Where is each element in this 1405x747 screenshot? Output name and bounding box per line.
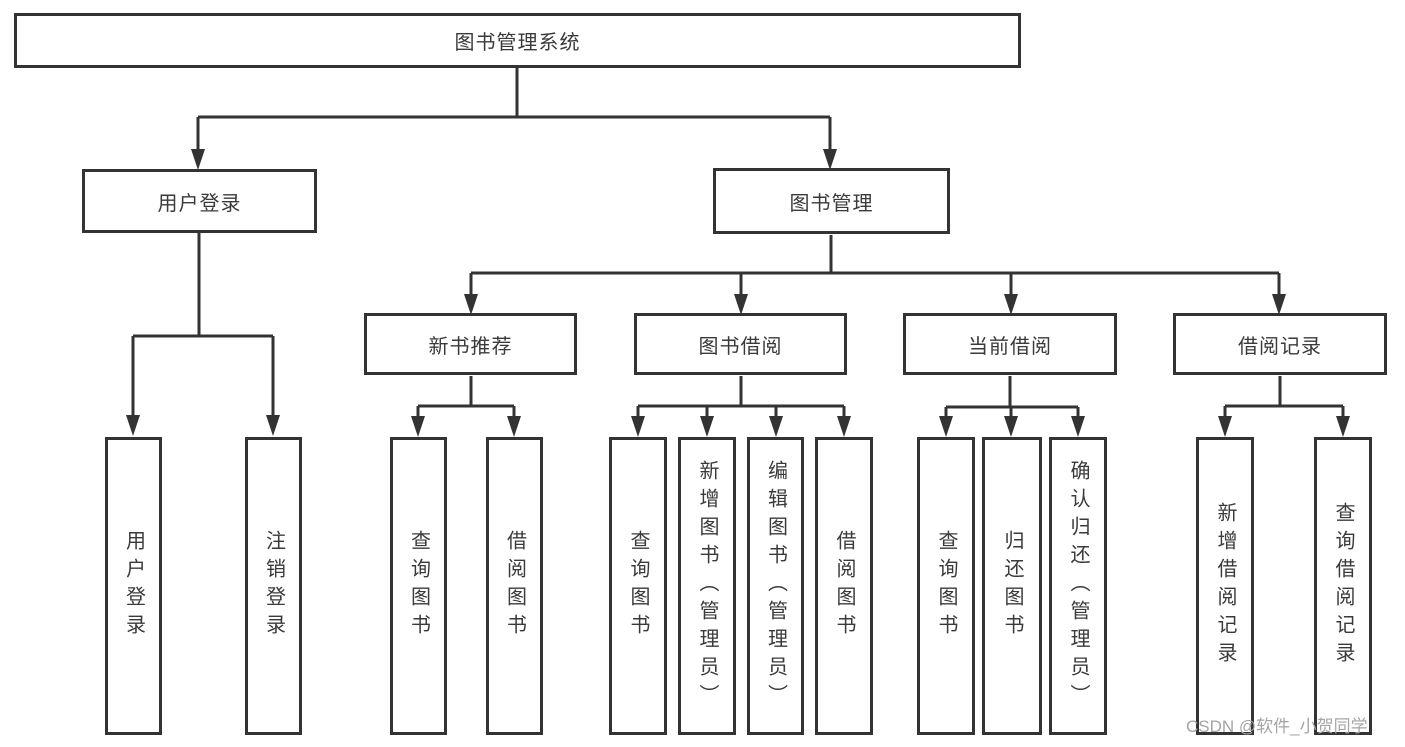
leaf-logout-label: 注销登录 — [262, 530, 285, 642]
node-user-login-label: 用户登录 — [157, 192, 242, 215]
leaf-borrow-books-recommend: 借阅图书 — [486, 437, 543, 735]
leaf-query-borrow-record: 查询借阅记录 — [1314, 437, 1372, 735]
leaf-query-books-current-label: 查询图书 — [935, 530, 957, 642]
leaf-borrow-books: 借阅图书 — [815, 437, 873, 735]
leaf-user-login: 用户登录 — [105, 437, 162, 735]
leaf-add-book-admin-label: 新增图书（管理员） — [696, 460, 718, 712]
connector-root-to-level2 — [191, 68, 837, 170]
node-book-management-label: 图书管理 — [789, 192, 874, 215]
leaf-add-borrow-record-label: 新增借阅记录 — [1214, 502, 1236, 670]
node-book-management: 图书管理 — [713, 168, 950, 234]
connector-book-management-children — [464, 235, 1286, 315]
connector-current-borrow-children — [939, 376, 1085, 437]
leaf-add-borrow-record: 新增借阅记录 — [1196, 437, 1254, 735]
node-library-system-label: 图书管理系统 — [454, 32, 581, 54]
node-user-login: 用户登录 — [82, 169, 317, 233]
leaf-add-book-admin: 新增图书（管理员） — [678, 437, 736, 735]
node-new-book-recommend: 新书推荐 — [364, 313, 577, 375]
connector-book-borrow-children — [631, 376, 851, 437]
node-library-system: 图书管理系统 — [14, 13, 1021, 68]
leaf-query-books-recommend: 查询图书 — [390, 437, 447, 735]
leaf-query-books-current: 查询图书 — [917, 437, 975, 735]
node-book-borrow-label: 图书借阅 — [698, 335, 783, 358]
leaf-logout: 注销登录 — [245, 437, 302, 735]
node-borrow-records: 借阅记录 — [1173, 313, 1387, 375]
leaf-user-login-label: 用户登录 — [122, 530, 145, 642]
leaf-confirm-return-admin: 确认归还（管理员） — [1049, 437, 1107, 735]
connector-borrow-records-children — [1218, 376, 1350, 437]
leaf-confirm-return-admin-label: 确认归还（管理员） — [1067, 460, 1089, 712]
leaf-query-books-recommend-label: 查询图书 — [407, 530, 430, 642]
node-book-borrow: 图书借阅 — [634, 313, 847, 375]
node-new-book-recommend-label: 新书推荐 — [428, 335, 513, 358]
leaf-query-books-borrow-label: 查询图书 — [627, 530, 649, 642]
leaf-borrow-books-label: 借阅图书 — [833, 530, 855, 642]
leaf-edit-book-admin-label: 编辑图书（管理员） — [764, 460, 787, 712]
node-current-borrow: 当前借阅 — [903, 313, 1117, 375]
connector-new-book-recommend-children — [411, 376, 521, 437]
leaf-query-borrow-record-label: 查询借阅记录 — [1332, 502, 1354, 670]
node-current-borrow-label: 当前借阅 — [968, 335, 1052, 358]
connector-user-login-children — [126, 233, 280, 436]
leaf-edit-book-admin: 编辑图书（管理员） — [747, 437, 804, 735]
leaf-borrow-books-recommend-label: 借阅图书 — [503, 530, 526, 642]
watermark-text: CSDN @软件_小贺同学 — [1186, 717, 1368, 736]
node-borrow-records-label: 借阅记录 — [1238, 335, 1322, 358]
leaf-query-books-borrow: 查询图书 — [609, 437, 667, 735]
leaf-return-books: 归还图书 — [982, 437, 1042, 735]
leaf-return-books-label: 归还图书 — [1001, 530, 1023, 642]
